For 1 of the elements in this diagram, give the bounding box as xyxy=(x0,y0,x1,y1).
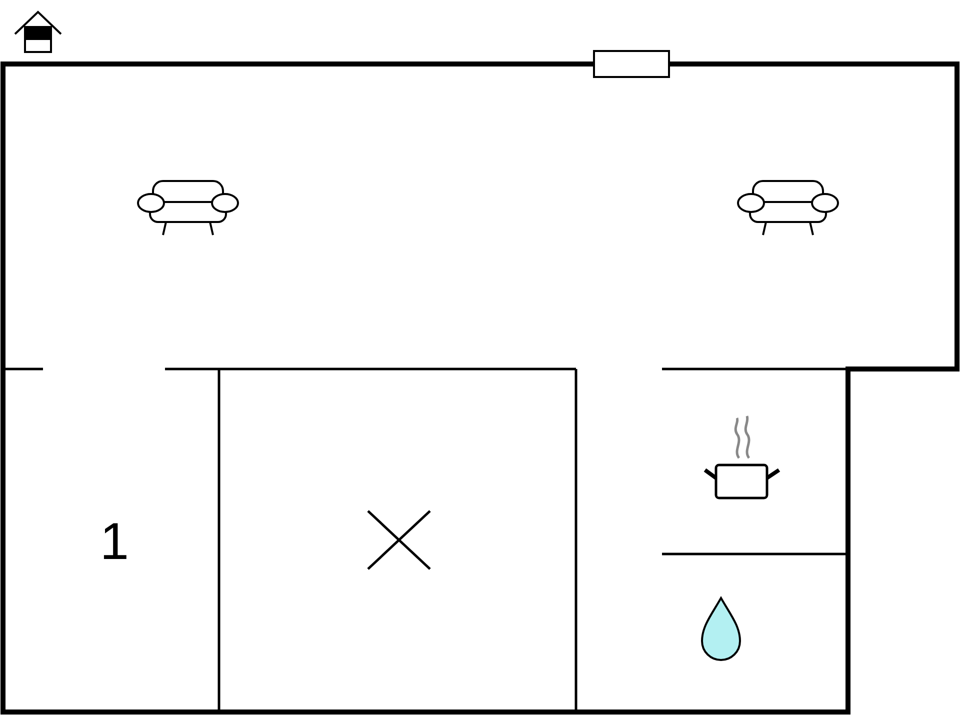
room-number: 1 xyxy=(100,516,129,568)
